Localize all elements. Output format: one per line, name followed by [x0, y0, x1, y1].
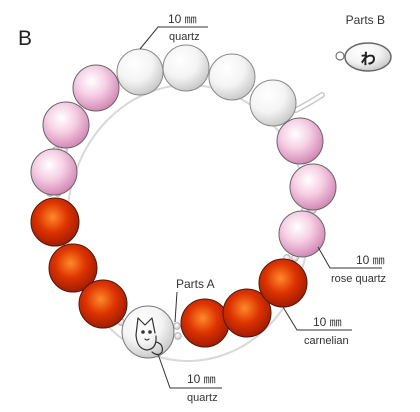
callout-line-quartz-bottom — [157, 353, 222, 389]
carnelian-bead — [48, 243, 98, 293]
spacer-bead — [173, 322, 181, 330]
quartz-bead — [162, 44, 210, 92]
rose-quartz-bead — [278, 210, 326, 258]
callout-line-quartz-top — [139, 26, 208, 50]
rose-quartz-size: 10 ㎜ — [356, 253, 385, 267]
carnelian-bead — [258, 258, 308, 308]
spacer-bead — [174, 332, 182, 340]
callout-line-carnelian — [282, 306, 352, 331]
quartz-top-material: quartz — [169, 31, 200, 43]
carnelian-bead — [222, 288, 272, 338]
rose-quartz-bead — [72, 64, 120, 112]
carnelian-bead — [180, 298, 230, 348]
callout-line-parts-a — [174, 291, 178, 323]
carnelian-bead — [30, 197, 80, 247]
rose-quartz-bead — [276, 117, 324, 165]
callout-lines — [139, 26, 382, 389]
parts-a-label: Parts A — [176, 277, 215, 291]
quartz-bead — [116, 48, 164, 96]
rose-quartz-bead — [289, 163, 337, 211]
carnelian-beads — [30, 197, 308, 348]
rose-quartz-material: rose quartz — [331, 273, 386, 285]
figure-letter: B — [18, 27, 32, 50]
quartz-bead — [249, 79, 297, 127]
charm-glyph: ゎ — [359, 48, 377, 69]
rose-quartz-bead — [42, 101, 90, 149]
parts-b-label: Parts B — [346, 13, 385, 27]
quartz-beads — [116, 44, 297, 127]
rose-quartz-bead — [30, 148, 78, 196]
parts-b-charm: ゎ — [335, 42, 392, 72]
cat-icon — [135, 317, 163, 356]
cord-end-highlight — [294, 93, 324, 112]
quartz-bead — [208, 53, 256, 101]
carnelian-size: 10 ㎜ — [313, 315, 342, 329]
charm-tag — [344, 42, 392, 72]
quartz-bottom-material: quartz — [187, 392, 218, 404]
callout-line-rose-quartz — [317, 246, 382, 269]
rose-quartz-beads — [30, 64, 337, 258]
quartz-top-size: 10 ㎜ — [168, 12, 197, 26]
carnelian-bead — [78, 279, 128, 329]
quartz-bottom-size: 10 ㎜ — [187, 372, 216, 386]
parts-a-cat-bead — [121, 305, 175, 359]
charm-ring — [335, 51, 345, 61]
carnelian-material: carnelian — [304, 335, 349, 347]
